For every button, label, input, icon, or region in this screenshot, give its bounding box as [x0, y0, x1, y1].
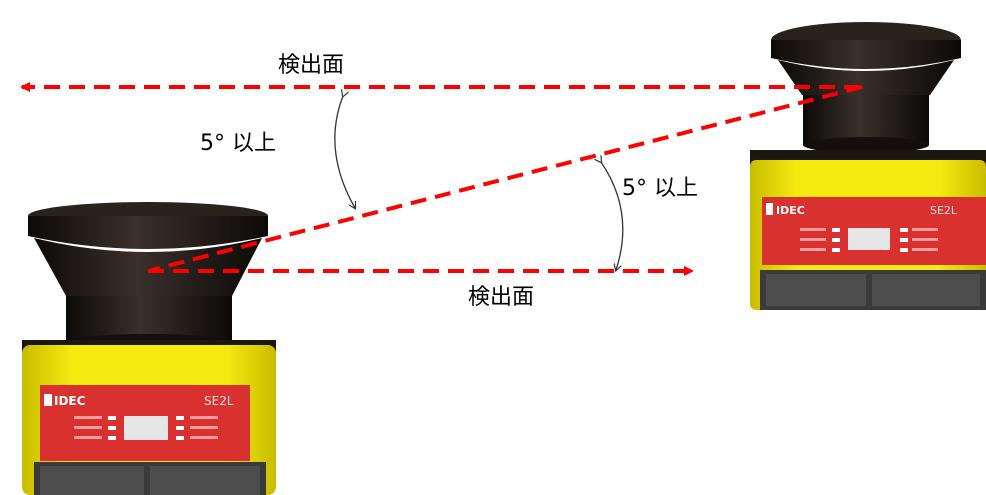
detection-plane-bottom-label: 検出面	[468, 285, 534, 310]
angle-arc-right	[601, 162, 624, 270]
angle-label-left: 5° 以上	[200, 131, 276, 156]
model-label: SE2L	[930, 204, 958, 217]
scanner-left: IDEC SE2L	[22, 202, 276, 495]
model-label: SE2L	[204, 394, 234, 408]
angle-arc-left	[334, 96, 355, 208]
angle-label-right: 5° 以上	[622, 176, 698, 201]
brand-label: IDEC	[776, 204, 805, 217]
detection-plane-top-label: 検出面	[278, 53, 344, 78]
inclined-beam-line	[147, 85, 863, 273]
brand-label: IDEC	[54, 394, 86, 408]
scanner-right: IDEC SE2L	[750, 22, 986, 310]
